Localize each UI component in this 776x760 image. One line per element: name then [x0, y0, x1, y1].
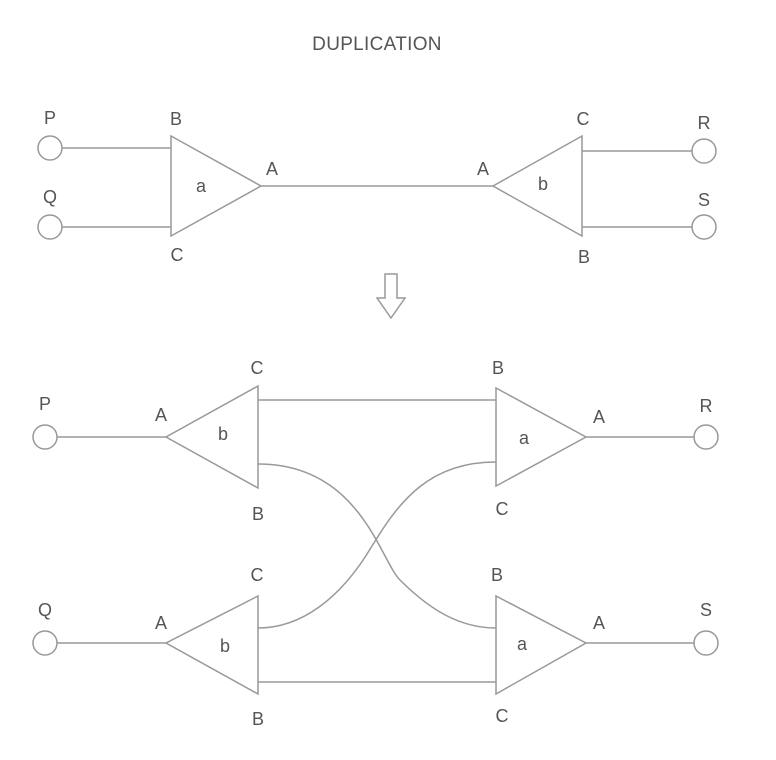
top-node-q: [37, 214, 63, 240]
top-agent-a-port-b: B: [170, 109, 182, 129]
bottom-agent-b-bottom-triangle: [164, 594, 259, 696]
bottom-agent-b-bottom-name: b: [220, 636, 230, 656]
bottom-agent-a-top-port-c: C: [496, 499, 509, 519]
top-node-r: [691, 138, 717, 164]
bottom-wire-cross-2: [257, 461, 497, 629]
bottom-agent-a-top-port-a: A: [593, 407, 605, 427]
bottom-agent-a-bottom-triangle: [495, 594, 588, 696]
bottom-agent-b-top-port-c: C: [251, 358, 264, 378]
bottom-wire-cross-1: [257, 463, 497, 629]
top-label-r: R: [698, 113, 711, 133]
top-agent-a-port-c: C: [171, 245, 184, 265]
bottom-node-r: [693, 424, 719, 450]
bottom-agent-a-top-triangle: [495, 386, 588, 488]
bottom-agent-a-top-port-b: B: [492, 358, 504, 378]
bottom-node-s: [693, 630, 719, 656]
bottom-net: b b a a P Q R S C B A C B A B C A B C A: [32, 358, 719, 729]
bottom-agent-b-top-name: b: [218, 424, 228, 444]
bottom-node-p: [32, 424, 58, 450]
top-agent-a-triangle: [170, 134, 263, 238]
bottom-label-q: Q: [38, 600, 52, 620]
bottom-agent-b-bottom-port-b: B: [252, 709, 264, 729]
bottom-node-q: [32, 630, 58, 656]
bottom-label-s: S: [700, 600, 712, 620]
down-outline-arrow-icon: [375, 273, 407, 320]
bottom-agent-b-bottom-port-c: C: [251, 565, 264, 585]
bottom-agent-b-bottom-port-a: A: [155, 613, 167, 633]
top-label-s: S: [698, 190, 710, 210]
bottom-agent-b-top-port-b: B: [252, 504, 264, 524]
bottom-agent-a-bottom-port-a: A: [593, 613, 605, 633]
top-node-p: [37, 135, 63, 161]
diagram-title: DUPLICATION: [312, 34, 442, 55]
top-label-p: P: [44, 108, 56, 128]
bottom-agent-a-bottom-port-b: B: [491, 565, 503, 585]
bottom-label-p: P: [39, 394, 51, 414]
top-agent-b-triangle: [491, 134, 583, 238]
bottom-agent-b-top-triangle: [164, 384, 259, 490]
top-agent-b-port-a: A: [477, 159, 489, 179]
bottom-agent-a-bottom-name: a: [517, 634, 528, 654]
top-agent-b-port-c: C: [577, 109, 590, 129]
bottom-agent-a-bottom-port-c: C: [496, 706, 509, 726]
top-net: a b P Q R S B C A C B A: [37, 108, 717, 267]
top-agent-b-name: b: [538, 174, 548, 194]
top-agent-b-port-b: B: [578, 247, 590, 267]
top-node-s: [691, 214, 717, 240]
top-agent-a-name: a: [196, 176, 207, 196]
top-agent-a-port-a: A: [266, 159, 278, 179]
bottom-agent-b-top-port-a: A: [155, 405, 167, 425]
top-label-q: Q: [43, 187, 57, 207]
bottom-agent-a-top-name: a: [519, 428, 530, 448]
bottom-label-r: R: [700, 396, 713, 416]
